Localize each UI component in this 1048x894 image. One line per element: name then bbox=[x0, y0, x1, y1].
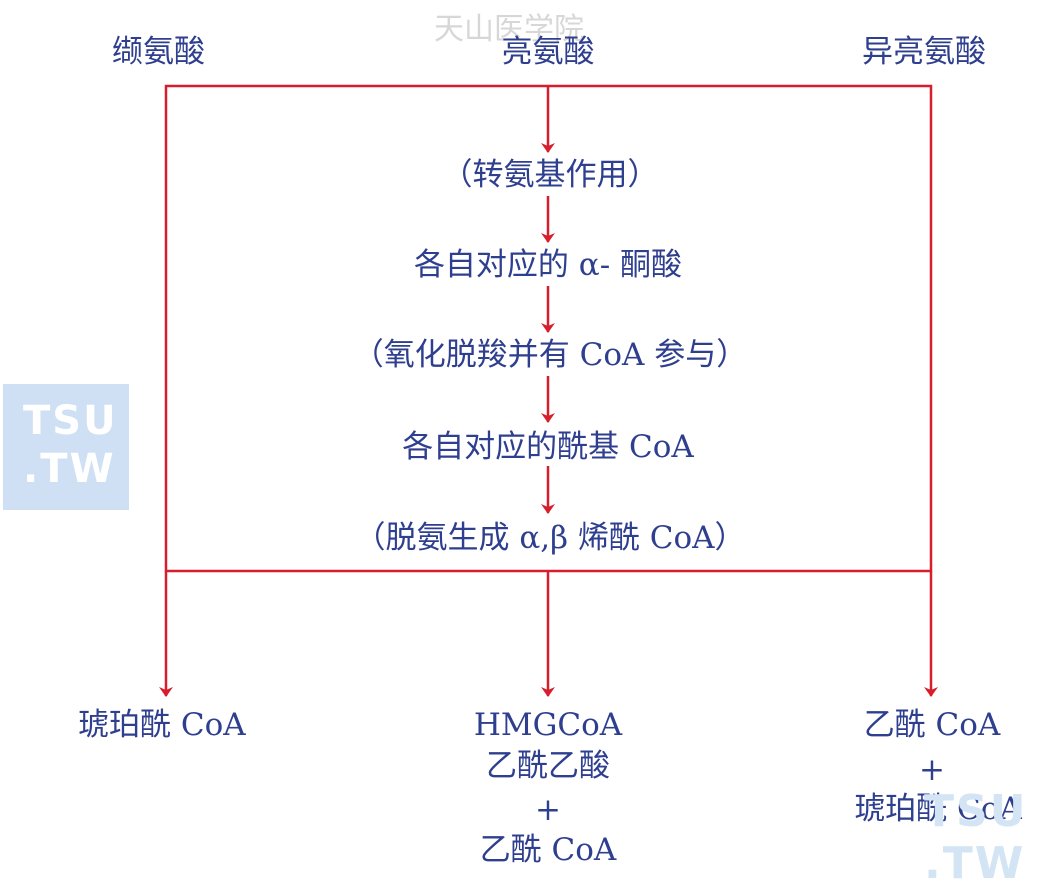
tsu-logo: TSU .TW bbox=[3, 384, 129, 510]
label-valine: 缬氨酸 bbox=[112, 34, 205, 70]
logo-corner-line2: .TW bbox=[924, 838, 1026, 889]
logo-corner-line1: TSU bbox=[924, 786, 1028, 837]
product-right-line1: 乙酰 CoA bbox=[863, 707, 1001, 743]
product-center-plus: + bbox=[535, 792, 561, 828]
product-center-line2: 乙酰乙酸 bbox=[486, 748, 610, 784]
label-isoleucine: 异亮氨酸 bbox=[862, 34, 986, 70]
label-leucine: 亮氨酸 bbox=[501, 34, 595, 70]
watermark-text: 天山医学院 bbox=[434, 12, 584, 47]
product-right-line2: 琥珀酰 CoA bbox=[854, 791, 1022, 827]
step-alpha-keto-acid: 各自对应的 α- 酮酸 bbox=[413, 247, 683, 283]
step-dehydrogenation: （脱氨生成 α,β 烯酰 CoA） bbox=[354, 520, 746, 556]
product-center-line1: HMGCoA bbox=[473, 707, 623, 743]
product-center-line3: 乙酰 CoA bbox=[479, 832, 617, 868]
step-acyl-coa: 各自对应的酰基 CoA bbox=[402, 429, 694, 465]
logo-line2: .TW bbox=[23, 446, 116, 492]
tsu-logo-corner: TSU .TW bbox=[918, 786, 1048, 894]
step-oxidative-decarboxylation: （氧化脱羧并有 CoA 参与） bbox=[352, 337, 748, 373]
product-right-plus: + bbox=[919, 752, 945, 788]
step-transamination: （转氨基作用） bbox=[441, 157, 659, 193]
product-left-line1: 琥珀酰 CoA bbox=[78, 707, 246, 743]
logo-line1: TSU bbox=[23, 398, 118, 444]
